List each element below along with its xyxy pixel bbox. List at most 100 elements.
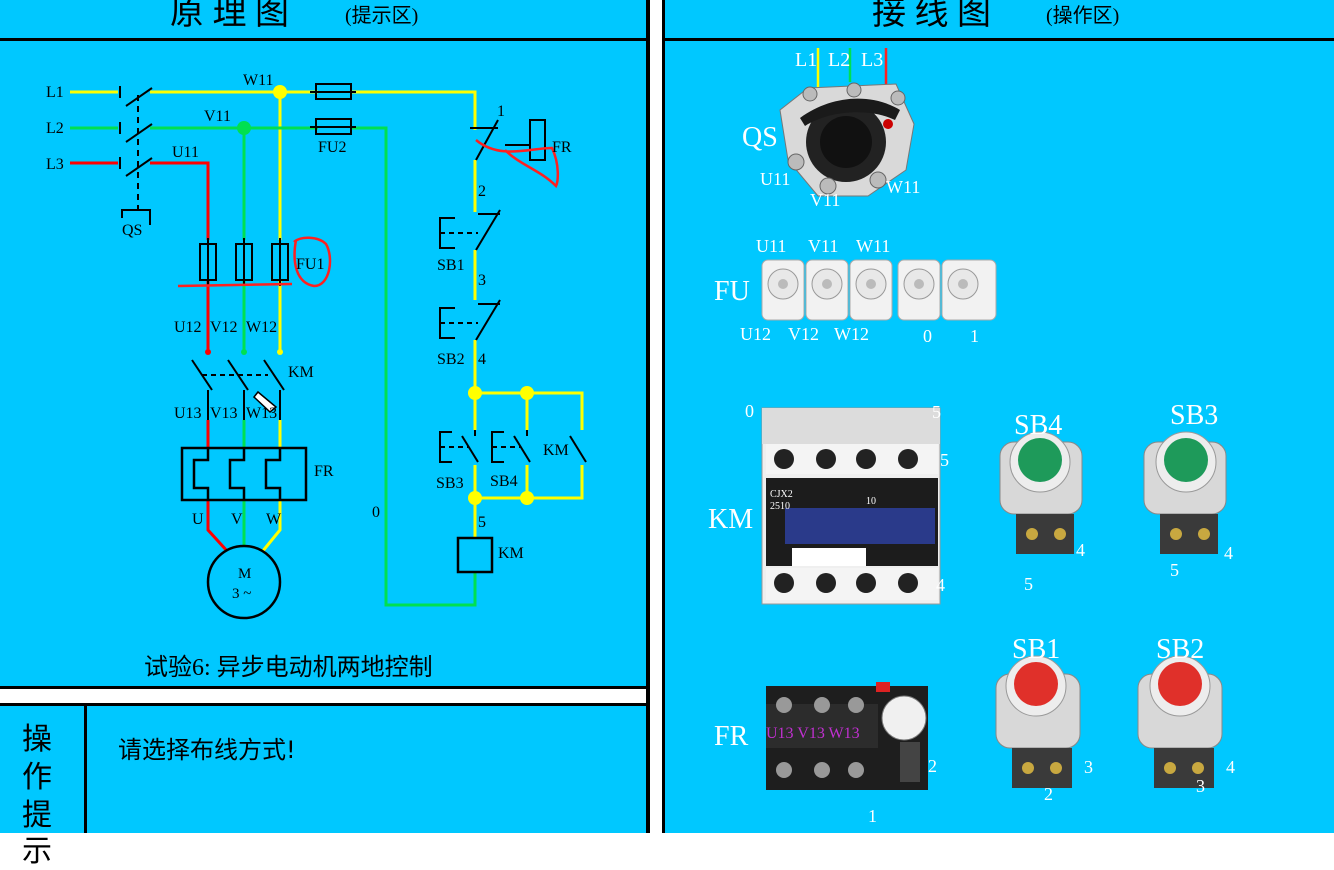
label-node-5: 5 [478, 514, 486, 531]
label-w13: W13 [246, 405, 277, 422]
wiring-label-sb4-4: 4 [1076, 540, 1085, 560]
km-num: 10 [866, 496, 876, 507]
tips-char: 操 [22, 722, 52, 757]
wiring-label-km-4: 4 [936, 575, 945, 595]
tips-char: 提 [22, 798, 52, 833]
fuse-holder[interactable] [805, 259, 849, 321]
gap [0, 689, 646, 706]
label-node-0: 0 [372, 504, 380, 521]
wiring-label-km-0: 0 [745, 401, 754, 421]
sb1-sb2-symbols [439, 209, 501, 341]
wiring-label-fu-v11: V11 [808, 236, 838, 256]
motor-symbol: M 3 ~ [206, 544, 282, 620]
main-circuit-wires [70, 90, 584, 607]
label-node-3: 3 [478, 272, 486, 289]
label-qs: QS [122, 222, 142, 239]
wiring-label-fr-terms: U13 V13 W13 [766, 725, 860, 742]
label-u12: U12 [174, 319, 202, 336]
label-fu2: FU2 [318, 139, 346, 156]
label-km-aux: KM [543, 442, 569, 459]
wiring-label-km-5a: 5 [932, 402, 941, 422]
schematic-title-sub: (提示区) [345, 4, 418, 27]
fuse-holder[interactable] [897, 259, 941, 321]
label-u13: U13 [174, 405, 202, 422]
motor-label-m: M [238, 566, 251, 582]
km-contactor[interactable]: CJX2 2510 10 [761, 407, 941, 605]
fuse-holder[interactable] [849, 259, 893, 321]
wiring-label-fu: FU [714, 276, 750, 307]
wiring-label-fu-v12: V12 [788, 324, 819, 344]
tips-panel [87, 706, 646, 833]
km-model: 2510 [770, 501, 790, 512]
divider [0, 38, 646, 41]
fu-fuse-block[interactable] [761, 259, 997, 321]
wiring-label-sb1-2: 2 [1044, 784, 1053, 804]
wiring-label-fu-u11: U11 [756, 236, 786, 256]
schematic-title-bar [0, 0, 646, 38]
wiring-label-sb2-3: 3 [1196, 776, 1205, 796]
tips-label: 操 作 提 示 [0, 706, 87, 869]
wiring-label-sb3-4: 4 [1224, 543, 1233, 563]
wiring-label-km-5b: 5 [940, 450, 949, 470]
wiring-label-fr-2: 2 [928, 756, 937, 776]
divider [662, 0, 665, 833]
label-node-2: 2 [478, 183, 486, 200]
qs-rotary-switch[interactable] [779, 82, 915, 197]
fr-nc-contact-symbol [470, 119, 546, 161]
wiring-label-fu-w12: W12 [834, 324, 869, 344]
fuse-holder[interactable] [761, 259, 805, 321]
wiring-title: 接 线 图 [872, 0, 991, 32]
junction-dots [205, 85, 534, 505]
sb4-pushbutton[interactable] [999, 431, 1083, 554]
wiring-label-qs-w11: W11 [886, 177, 920, 197]
wiring-label-fr-1: 1 [868, 806, 877, 826]
schematic-title: 原 理 图 [170, 0, 289, 32]
wiring-label-qs-u11: U11 [760, 169, 790, 189]
label-fr-main: FR [314, 463, 334, 480]
wiring-label-fu-w11: W11 [856, 236, 890, 256]
wiring-label-sb4: SB4 [1014, 410, 1062, 441]
wiring-label-l2: L2 [828, 49, 850, 71]
fr-thermal-relay[interactable] [766, 682, 928, 790]
label-sb4: SB4 [490, 473, 518, 490]
wiring-title-sub: (操作区) [1046, 4, 1119, 27]
label-km-coil: KM [498, 545, 524, 562]
wiring-label-sb2: SB2 [1156, 634, 1204, 665]
divider [0, 703, 650, 706]
fu1-fuse-symbol [199, 238, 289, 286]
label-w11: W11 [243, 72, 274, 89]
wiring-label-fr: FR [714, 721, 749, 752]
label-sb1: SB1 [437, 257, 465, 274]
divider [665, 38, 1334, 41]
wiring-label-sb3-5: 5 [1170, 560, 1179, 580]
km-brand: CJX2 [770, 489, 793, 500]
sb2-pushbutton[interactable] [1137, 655, 1223, 788]
km-coil-symbol [456, 536, 494, 574]
wiring-label-fu-0: 0 [923, 326, 932, 346]
label-u11: U11 [172, 144, 199, 161]
label-w12: W12 [246, 319, 277, 336]
label-v: V [231, 511, 243, 528]
sb3-sb4-km-aux-symbols [439, 430, 587, 463]
divider [646, 0, 650, 833]
fr-thermal-symbol [180, 446, 308, 502]
label-fr-ctrl: FR [552, 139, 572, 156]
sb1-pushbutton[interactable] [995, 655, 1081, 788]
wiring-label-sb2-4: 4 [1226, 757, 1235, 777]
wiring-label-fu-1: 1 [970, 326, 979, 346]
mouse-cursor [252, 390, 278, 414]
red-annotation-fr [475, 139, 559, 189]
red-annotation-fu1 [177, 236, 332, 288]
sb3-pushbutton[interactable] [1143, 431, 1227, 554]
label-v12: V12 [210, 319, 238, 336]
wiring-label-qs-v11: V11 [810, 190, 840, 210]
wiring-label-km: KM [708, 504, 753, 535]
fu2-fuse-symbol [310, 83, 356, 135]
label-u: U [192, 511, 204, 528]
diagram-canvas: 原 理 图 (提示区) 接 线 图 (操作区) [46, 0, 1235, 826]
label-w: W [266, 511, 282, 528]
wiring-label-sb1-3: 3 [1084, 757, 1093, 777]
fuse-holder[interactable] [941, 259, 997, 321]
tips-message: 请选择布线方式! [118, 736, 296, 764]
wiring-label-l3: L3 [861, 49, 883, 71]
